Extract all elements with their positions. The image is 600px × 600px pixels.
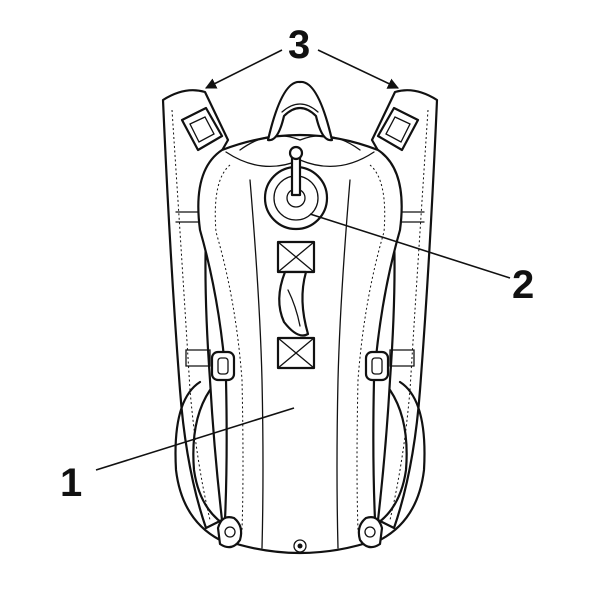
arrow-3-right (317, 49, 400, 89)
left-bottom-loop (216, 516, 243, 549)
leader-line-1 (95, 407, 295, 471)
callout-label-3: 3 (288, 23, 310, 67)
arrow-3-left (204, 49, 283, 89)
right-strap-buckle (376, 106, 420, 152)
callout-label-2: 2 (512, 263, 534, 307)
tube-outlet (276, 240, 316, 370)
right-lower-strap (368, 380, 426, 542)
callout-label-1: 1 (60, 461, 82, 505)
right-bottom-loop (357, 516, 384, 549)
right-d-ring (364, 349, 415, 382)
left-strap-buckle (180, 106, 224, 152)
bottom-grommet (293, 539, 307, 553)
leader-line-2 (309, 213, 511, 279)
carry-handle (266, 80, 334, 142)
left-d-ring (185, 349, 236, 382)
left-lower-strap (174, 380, 232, 542)
filler-cap (263, 145, 329, 231)
